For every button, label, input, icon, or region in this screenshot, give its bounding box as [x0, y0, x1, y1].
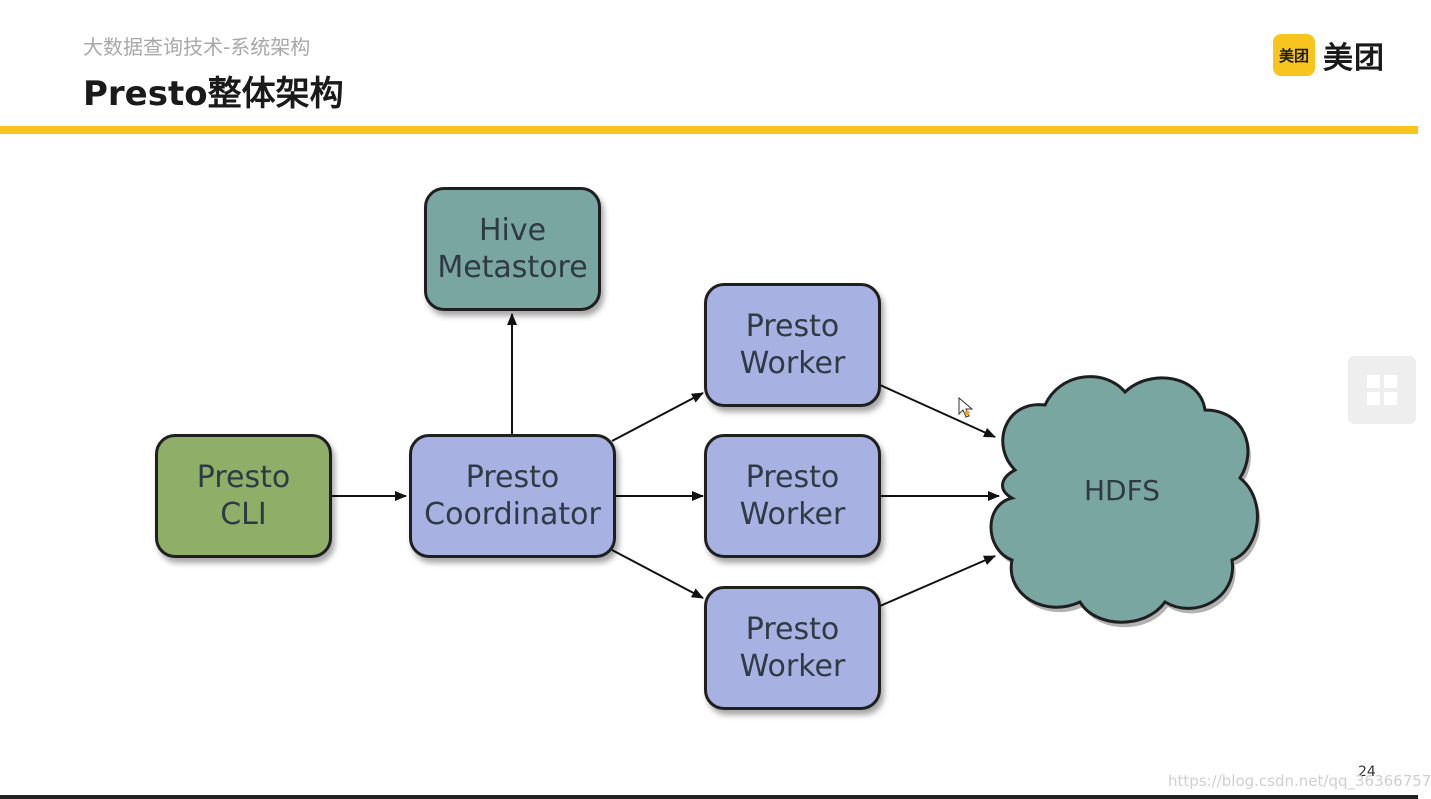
grid-icon	[1367, 375, 1380, 388]
node-presto-worker-top: Presto Worker	[704, 283, 881, 407]
meituan-logo: 美团 美团	[1273, 33, 1385, 77]
edge-coordinator-to-worker-bottom	[611, 549, 704, 599]
grid-icon-cell	[1384, 375, 1397, 388]
page-number: 24	[1358, 764, 1376, 780]
slide-subtitle: 大数据查询技术-系统架构	[83, 35, 311, 59]
node-presto-worker-bottom: Presto Worker	[704, 586, 881, 710]
grid-icon-cell	[1384, 392, 1397, 405]
bottom-bar	[0, 795, 1418, 799]
grid-icon-cell	[1367, 392, 1380, 405]
hdfs-cloud-shape	[989, 375, 1259, 624]
edge-worker-bottom-to-hdfs	[879, 555, 996, 607]
node-presto-coordinator: Presto Coordinator	[409, 434, 616, 558]
mouse-cursor-icon	[958, 396, 974, 418]
node-presto-cli: Presto CLI	[155, 434, 332, 558]
logo-text: 美团	[1323, 41, 1385, 76]
node-hive-metastore: Hive Metastore	[424, 187, 601, 311]
logo-badge: 美团	[1273, 34, 1315, 76]
side-menu-button[interactable]	[1348, 356, 1416, 424]
watermark-url: https://blog.csdn.net/qq_36366757	[1168, 772, 1431, 790]
edge-coordinator-to-worker-top	[611, 392, 704, 442]
header-accent-rule	[0, 126, 1418, 134]
node-hdfs-label: HDFS	[1083, 474, 1160, 507]
edge-worker-top-to-hdfs	[879, 384, 996, 438]
slide-title: Presto整体架构	[83, 74, 344, 114]
node-presto-worker-mid: Presto Worker	[704, 434, 881, 558]
